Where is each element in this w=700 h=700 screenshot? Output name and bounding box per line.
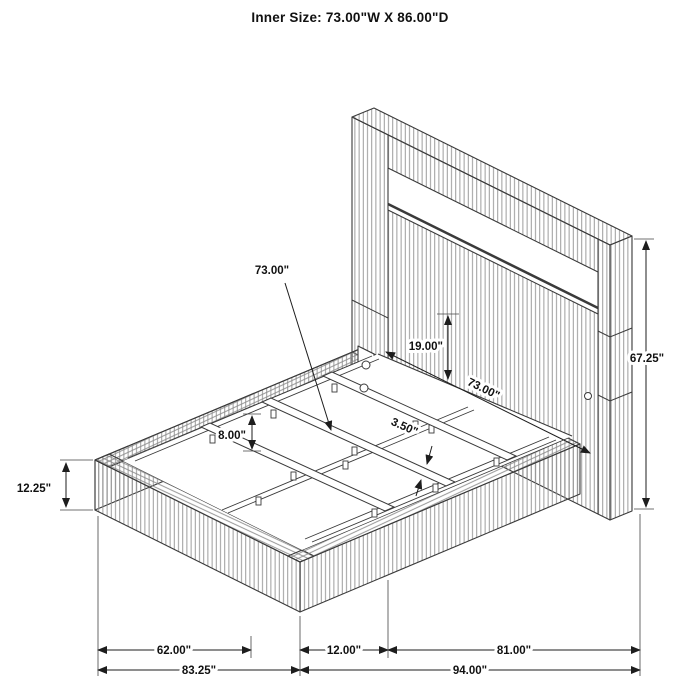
base-height-ext-lines <box>60 459 93 511</box>
dim-headboard-height-label: 67.25" <box>630 353 664 365</box>
slat-width-arrow-bottom <box>414 479 423 497</box>
dim-overall-length-label: 94.00" <box>453 665 487 677</box>
bolt-hole <box>584 392 592 400</box>
dim-front-width-label: 62.00" <box>157 645 191 657</box>
dim-inner-length-label: 81.00" <box>497 645 531 657</box>
dim-base-height-label: 12.25" <box>17 483 51 495</box>
bolt-hole <box>361 360 371 370</box>
slat-length-leader-line <box>284 282 333 431</box>
dim-panel-height-label: 19.00" <box>409 341 443 353</box>
slat <box>260 397 457 487</box>
dim-rail-height-label: 8.00" <box>218 430 246 442</box>
dim-overall-width-label: 83.25" <box>182 665 216 677</box>
right-post-division-lines <box>597 327 633 402</box>
dim-slat-length-label: 73.00" <box>255 265 289 277</box>
led-strip-line <box>387 202 599 310</box>
rail-height-ext-lines <box>243 413 261 452</box>
headboard-right-side-face <box>609 235 633 521</box>
diagram-title: Inner Size: 73.00"W X 86.00"D <box>251 10 449 25</box>
headboard-height-ext-lines <box>634 238 654 510</box>
slat-width-arrow-top <box>425 445 434 465</box>
bolt-hole <box>359 383 369 393</box>
dim-headboard-depth-label: 12.00" <box>327 645 361 657</box>
inner-width-dim-line <box>385 351 591 454</box>
